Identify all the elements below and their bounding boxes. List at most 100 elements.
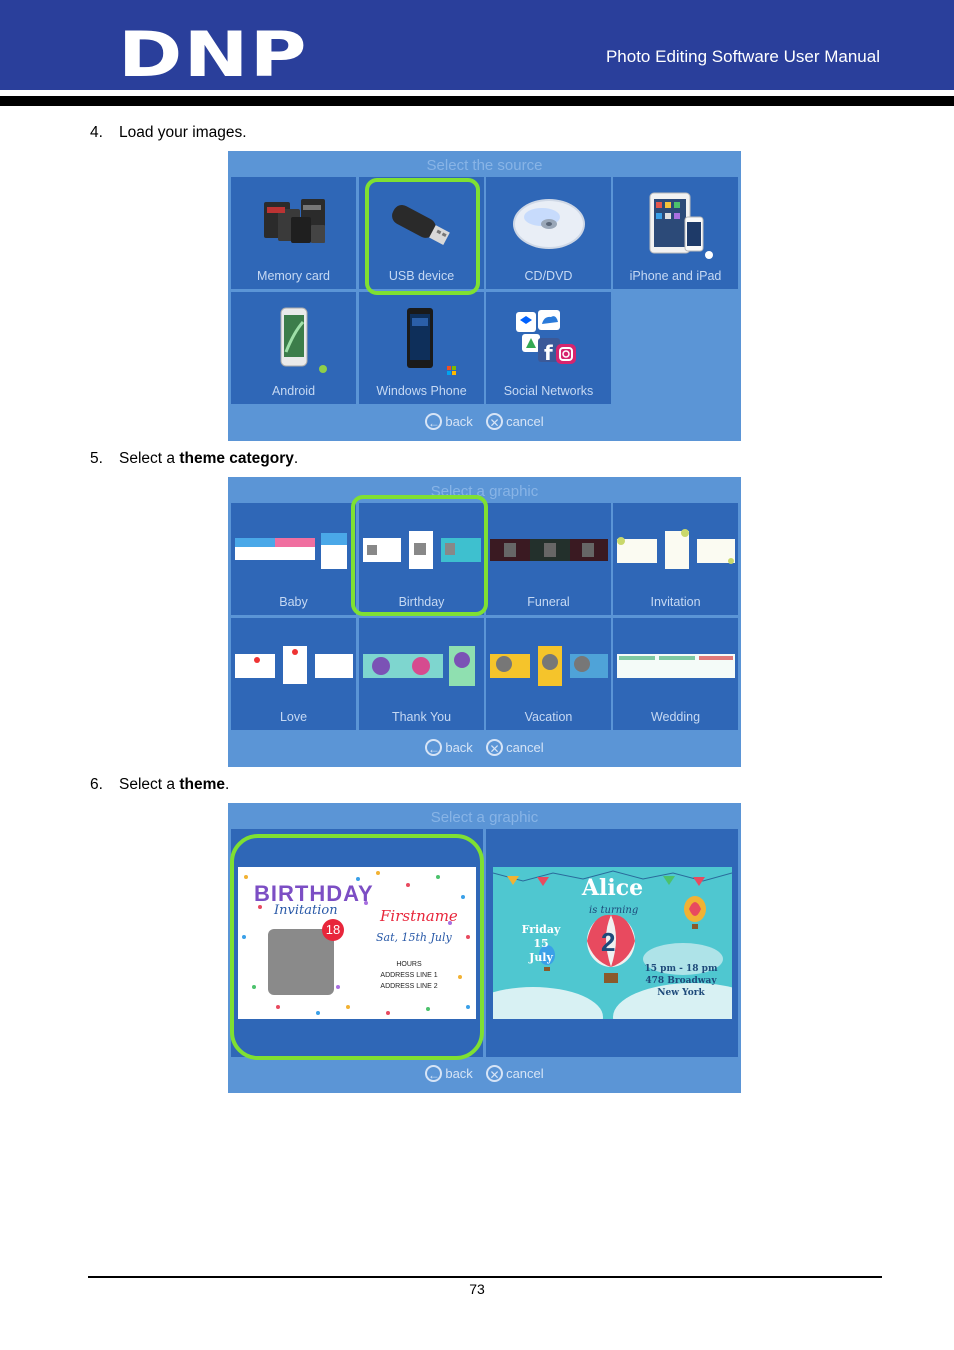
document-title: Photo Editing Software User Manual xyxy=(605,47,880,66)
cancel-x-icon[interactable]: ✕ xyxy=(486,739,504,757)
card-time: 15 pm - 18 pm xyxy=(644,964,718,974)
step-text: Load your images. xyxy=(119,124,247,141)
panel-title: Select a graphic xyxy=(430,483,539,500)
card-city: New York xyxy=(657,988,705,998)
selection-highlight xyxy=(230,834,484,1060)
card-month: July xyxy=(529,951,553,964)
header-divider-thick xyxy=(0,96,954,106)
tile-memory-card[interactable]: Memory card xyxy=(231,177,356,289)
cd-disc-icon xyxy=(513,199,585,249)
panel-title: Select a graphic xyxy=(430,809,539,826)
tile-label: CD/DVD xyxy=(524,269,573,283)
wedding-theme-thumbnails xyxy=(617,654,735,678)
tile-cd-dvd[interactable]: CD/DVD xyxy=(486,177,611,289)
cancel-button[interactable]: cancel xyxy=(506,1066,544,1082)
tile-vacation[interactable]: Vacation xyxy=(486,618,611,730)
tile-label: Windows Phone xyxy=(376,384,467,398)
select-theme-screenshot: Select a graphic BIRTHDAY Invitation 18 … xyxy=(228,803,741,1093)
age-badge: 18 xyxy=(322,919,344,941)
back-arrow-icon[interactable]: ← xyxy=(425,413,443,431)
card-age: 2 xyxy=(601,927,616,957)
select-category-screenshot: Select a graphic Baby Birthday xyxy=(228,477,741,767)
step-number: 6. xyxy=(90,776,103,793)
step-text: Select a xyxy=(119,450,180,467)
card-title: BIRTHDAY xyxy=(254,881,374,906)
step-emphasis: theme xyxy=(179,776,225,793)
header-divider-thin xyxy=(0,90,954,94)
tile-label: Love xyxy=(279,710,308,724)
select-source-screenshot: Select the source Memory card USB device xyxy=(228,151,741,441)
tile-invitation[interactable]: Invitation xyxy=(613,503,738,615)
tile-label: Vacation xyxy=(524,710,573,724)
social-networks-icon: f xyxy=(516,310,576,365)
tile-label: iPhone and iPad xyxy=(629,269,722,283)
card-firstname: Firstname xyxy=(380,907,458,925)
card-day: Friday xyxy=(521,923,561,936)
funeral-theme-thumbnails xyxy=(490,539,608,561)
step-5: 5. Select a theme category. xyxy=(90,450,298,468)
card-day-number: 15 xyxy=(533,937,549,950)
step-emphasis: theme category xyxy=(179,450,294,467)
tile-label: Wedding xyxy=(650,710,701,724)
tile-label: Social Networks xyxy=(503,384,594,398)
usb-drive-icon xyxy=(392,205,450,246)
vacation-theme-thumbnails xyxy=(490,646,608,686)
dnp-logo: DNP xyxy=(118,18,308,91)
nav-bar: ←back ✕cancel xyxy=(228,413,741,433)
tile-label: Baby xyxy=(279,595,308,609)
step-number: 4. xyxy=(90,124,103,141)
back-button[interactable]: back xyxy=(445,740,473,756)
tile-love[interactable]: Love xyxy=(231,618,356,730)
windows-phone-icon xyxy=(407,308,456,375)
confetti-dots xyxy=(242,871,470,1015)
cancel-x-icon[interactable]: ✕ xyxy=(486,413,504,431)
android-phone-icon xyxy=(280,307,327,373)
tile-label: Thank You xyxy=(391,710,452,724)
tile-birthday[interactable]: Birthday xyxy=(359,503,484,615)
love-theme-thumbnails xyxy=(235,646,353,684)
thank-you-theme-thumbnails xyxy=(363,646,475,686)
tile-wedding[interactable]: Wedding xyxy=(613,618,738,730)
tile-social-networks[interactable]: f Social Networks xyxy=(486,292,611,404)
balloons-clouds-art xyxy=(493,870,732,1019)
tile-usb-device[interactable]: USB device xyxy=(359,177,484,289)
cancel-button[interactable]: cancel xyxy=(506,414,544,430)
card-subtitle: Invitation xyxy=(274,903,338,918)
card-date: Sat, 15th July xyxy=(376,931,452,944)
page-header: DNP Photo Editing Software User Manual xyxy=(0,0,954,90)
tile-funeral[interactable]: Funeral xyxy=(486,503,611,615)
tile-label: Memory card xyxy=(257,269,330,283)
back-arrow-icon[interactable]: ← xyxy=(425,1065,443,1083)
cancel-x-icon[interactable]: ✕ xyxy=(486,1065,504,1083)
back-button[interactable]: back xyxy=(445,1066,473,1082)
tile-baby[interactable]: Baby xyxy=(231,503,356,615)
tile-iphone-ipad[interactable]: iPhone and iPad xyxy=(613,177,738,289)
card-date-block: Friday 15 July xyxy=(515,923,567,965)
card-details: HOURS ADDRESS LINE 1 ADDRESS LINE 2 xyxy=(378,959,440,992)
selection-highlight xyxy=(351,495,488,616)
invitation-theme-thumbnails xyxy=(617,529,735,569)
card-address-2: ADDRESS LINE 2 xyxy=(380,983,438,990)
baby-theme-thumbnails xyxy=(235,533,347,569)
tile-label: Invitation xyxy=(650,595,701,609)
cancel-button[interactable]: cancel xyxy=(506,740,544,756)
tile-thank-you[interactable]: Thank You xyxy=(359,618,484,730)
iphone-ipad-icon xyxy=(649,192,713,259)
nav-bar: ←back ✕cancel xyxy=(228,739,741,759)
back-arrow-icon[interactable]: ← xyxy=(425,739,443,757)
step-text-end: . xyxy=(293,450,299,467)
step-4: 4. Load your images. xyxy=(90,124,247,142)
card-turning: is turning xyxy=(589,905,639,916)
birthday-theme-thumbnails xyxy=(363,531,481,569)
nav-bar: ←back ✕cancel xyxy=(228,1065,741,1085)
step-number: 5. xyxy=(90,450,103,467)
alice-invitation-card: Alice is turning 2 Friday 15 July 15 pm … xyxy=(493,867,732,1019)
tile-windows-phone[interactable]: Windows Phone xyxy=(359,292,484,404)
back-button[interactable]: back xyxy=(445,414,473,430)
tile-label: Funeral xyxy=(527,595,570,609)
tile-android[interactable]: Android xyxy=(231,292,356,404)
tile-label: Android xyxy=(271,384,316,398)
tile-label: USB device xyxy=(388,269,455,283)
step-6: 6.Select a theme. xyxy=(90,776,229,794)
page-number: 73 xyxy=(469,1281,485,1297)
